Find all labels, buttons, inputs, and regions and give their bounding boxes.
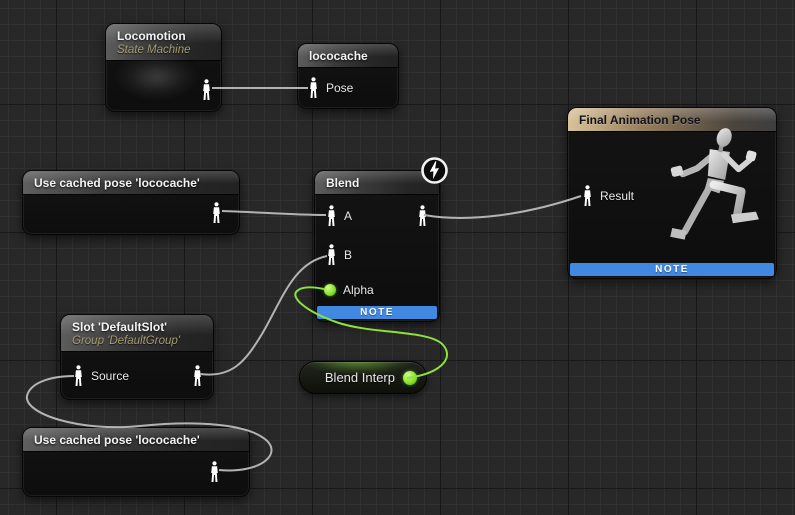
lightning-bolt-badge <box>421 157 448 184</box>
node-slot-titlebar: Slot 'DefaultSlot' Group 'DefaultGroup' <box>61 315 213 352</box>
person-icon <box>328 205 335 226</box>
node-blend-titlebar: Blend <box>315 171 439 195</box>
wire-blend-to-result[interactable] <box>423 195 582 219</box>
node-locomotion-titlebar: Locomotion State Machine <box>106 24 221 61</box>
node-final-pose-titlebar: Final Animation Pose <box>568 108 776 132</box>
person-icon <box>203 79 210 100</box>
node-locomotion[interactable]: Locomotion State Machine <box>105 23 222 112</box>
pin-pose-input[interactable]: Pose <box>308 77 353 99</box>
node-subtitle: State Machine <box>117 44 191 56</box>
node-title: Use cached pose 'lococache' <box>34 433 200 447</box>
pin-result-input[interactable]: Result <box>582 185 634 207</box>
pin-locomotion-output[interactable] <box>201 79 212 101</box>
node-lococache-titlebar: lococache <box>298 44 398 68</box>
green-dot-icon <box>324 284 336 296</box>
person-icon <box>211 461 218 482</box>
wire-slot-to-blend-b[interactable] <box>199 255 328 376</box>
node-lococache[interactable]: lococache Pose <box>297 43 399 109</box>
wire-blendinterp-to-alpha[interactable] <box>294 286 448 379</box>
pin-blend-b-input[interactable]: B <box>326 244 352 266</box>
pin-a-label: A <box>344 209 353 223</box>
node-title: Use cached pose 'lococache' <box>34 176 200 190</box>
node-blend-interp[interactable]: Blend Interp <box>299 361 427 394</box>
person-icon <box>310 77 317 98</box>
pin-cached-pose-output[interactable] <box>209 461 220 483</box>
wire-cachedpose-to-slot-source[interactable] <box>25 375 273 472</box>
state-machine-thumbnail <box>114 54 199 100</box>
person-icon <box>584 185 591 206</box>
pin-alpha-label: Alpha <box>343 283 374 297</box>
pin-cached-pose-output[interactable] <box>211 202 222 224</box>
wire-cachedpose-to-blend-a[interactable] <box>221 210 327 216</box>
blend-interp-label: Blend Interp <box>324 370 395 385</box>
node-title: Slot 'DefaultSlot' <box>72 320 168 334</box>
pin-result-label: Result <box>600 189 635 203</box>
pin-pose-label: Pose <box>326 81 354 95</box>
mannequin-figure <box>670 128 759 240</box>
pin-slot-output[interactable] <box>192 365 203 387</box>
node-final-animation-pose[interactable]: Final Animation Pose Result NOT <box>567 107 777 279</box>
node-subtitle: Group 'DefaultGroup' <box>72 335 180 347</box>
note-banner[interactable]: NOTE <box>317 306 437 319</box>
node-use-cached-pose-top-titlebar: Use cached pose 'lococache' <box>23 171 239 195</box>
pin-source-label: Source <box>91 369 130 383</box>
person-icon <box>75 365 82 386</box>
node-title: Blend <box>326 176 360 190</box>
pin-b-label: B <box>344 248 353 262</box>
pin-blend-alpha-input[interactable]: Alpha <box>324 283 374 297</box>
node-title: Locomotion <box>117 29 186 43</box>
pin-source-input[interactable]: Source <box>73 365 129 387</box>
person-icon <box>328 244 335 265</box>
node-use-cached-pose-bottom[interactable]: Use cached pose 'lococache' <box>22 427 250 497</box>
pin-blend-a-input[interactable]: A <box>326 205 352 227</box>
node-title: lococache <box>309 49 368 63</box>
note-banner[interactable]: NOTE <box>570 263 774 276</box>
node-blend[interactable]: Blend A B Alpha NOTE <box>314 170 440 322</box>
node-slot-defaultslot[interactable]: Slot 'DefaultSlot' Group 'DefaultGroup' … <box>60 314 214 400</box>
node-title: Final Animation Pose <box>579 113 701 127</box>
person-icon <box>194 365 201 386</box>
person-icon <box>213 202 220 223</box>
node-use-cached-pose-bottom-titlebar: Use cached pose 'lococache' <box>23 428 249 452</box>
node-use-cached-pose-top[interactable]: Use cached pose 'lococache' <box>22 170 240 235</box>
